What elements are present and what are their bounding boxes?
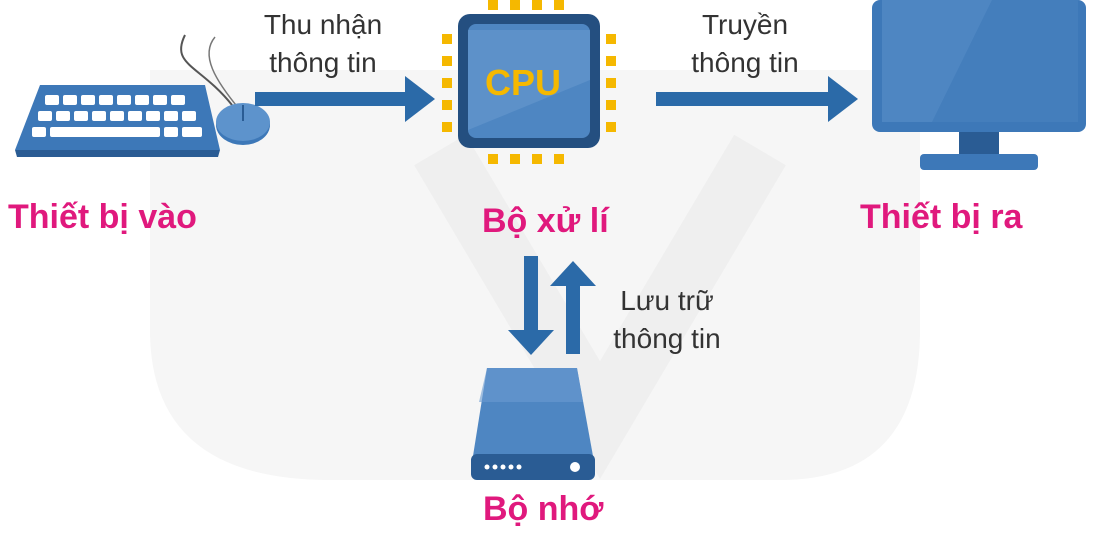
output-device-label: Thiết bị ra [860,198,1023,236]
edge-label-line: Thu nhận [263,9,383,40]
arrow-memory-to-cpu [550,261,596,354]
arrow-input-to-cpu [255,76,435,122]
edge-label-cpu-memory: Lưu trữ thông tin [592,282,742,358]
arrow-cpu-to-memory [508,256,554,355]
edge-label-line: thông tin [269,47,377,78]
keyboard-mouse-icon [15,34,270,157]
edge-label-cpu-to-output: Truyền thông tin [660,6,830,82]
edge-label-line: thông tin [691,47,799,78]
monitor-icon [872,0,1086,170]
edge-label-input-to-cpu: Thu nhận thông tin [238,6,408,82]
edge-label-line: Truyền [701,9,789,40]
memory-label: Bộ nhớ [483,490,604,528]
cpu-chip-icon [442,0,616,164]
arrow-cpu-to-output [656,76,858,122]
cpu-chip-text: CPU [485,62,562,103]
edge-label-line: thông tin [613,323,721,354]
input-device-label: Thiết bị vào [8,198,197,236]
cpu-label: Bộ xử lí [482,202,609,240]
hard-drive-icon [471,368,595,480]
edge-label-line: Lưu trữ [620,285,714,316]
